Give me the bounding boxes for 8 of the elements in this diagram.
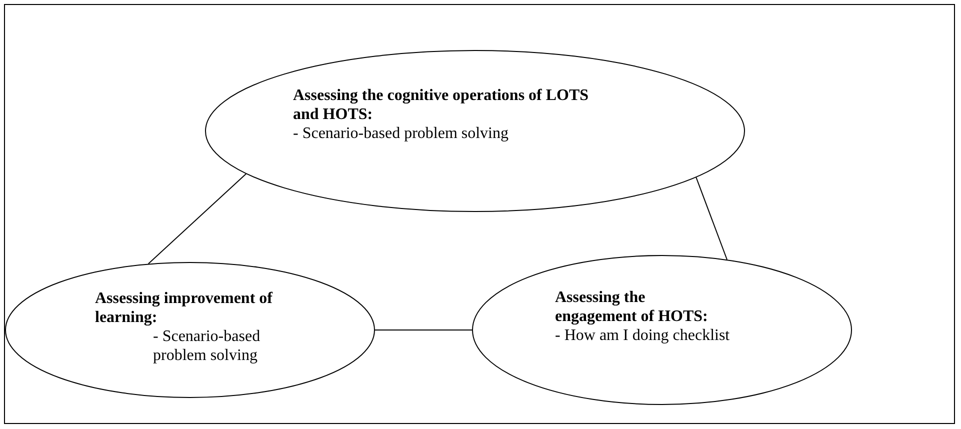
connector-line: [696, 176, 728, 260]
heading: Assessing the engagement of HOTS:: [555, 288, 709, 326]
bullet-item: - Scenario-based problem solving: [153, 327, 262, 365]
bullet-item: - How am I doing checklist: [555, 326, 731, 345]
heading: Assessing improvement of learning:: [95, 289, 274, 327]
connector-line: [148, 173, 247, 264]
heading: Assessing the cognitive operations of LOTS and HOTS:: [293, 86, 590, 124]
bullet-item: - Scenario-based problem solving: [293, 124, 510, 143]
